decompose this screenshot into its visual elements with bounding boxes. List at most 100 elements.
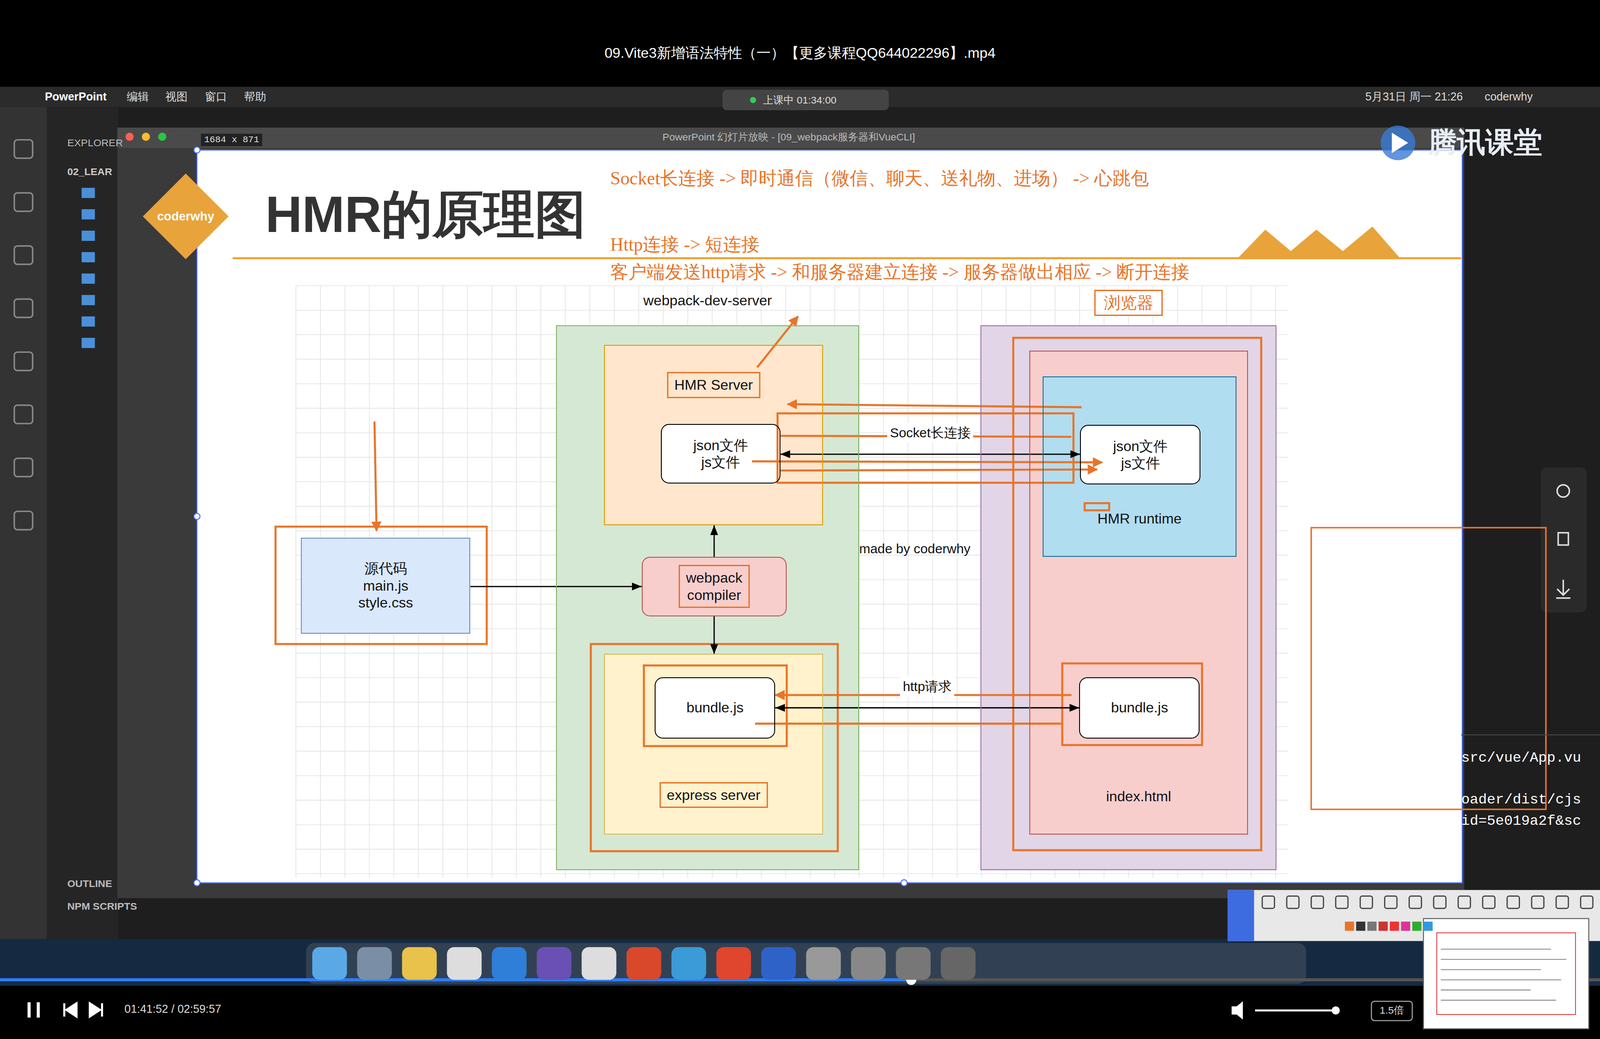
activity-icon (14, 352, 33, 371)
folder-icon (81, 273, 96, 284)
delete-icon (1558, 532, 1569, 546)
handwritten-note: Socket长连接 -> 即时通信（微信、聊天、送礼物、进场） -> 心跳包 (610, 168, 1149, 190)
activity-icon (14, 245, 33, 264)
volume-knob (1331, 1006, 1340, 1015)
panel-heading: EXPLORER (67, 136, 124, 149)
compiler-box: webpack compiler (641, 556, 787, 617)
color-swatch (1423, 921, 1433, 932)
color-swatch (1400, 921, 1411, 932)
tool-icon (1458, 896, 1471, 909)
window-max (158, 132, 167, 141)
activity-icon (14, 458, 33, 477)
connector (780, 453, 1081, 456)
node-label: express server (659, 782, 768, 808)
node-label: HMR runtime (1097, 510, 1182, 528)
edge-label: http请求 (900, 676, 955, 697)
color-swatch (1367, 921, 1377, 932)
volume-icon (1231, 1001, 1243, 1020)
dock-icon (716, 947, 752, 980)
grid-line (908, 285, 909, 878)
tool-icon (1409, 896, 1422, 909)
browser-region: json文件 js文件HMR runtime bundle.js index.htm… (980, 325, 1277, 871)
tool-icon (1556, 896, 1569, 909)
controls-bar (0, 986, 1600, 1039)
node-label: index.html (1106, 788, 1172, 806)
folder-icon (81, 230, 96, 241)
window-title: PowerPoint 幻灯片放映 - [09_webpack服务器和VueCLI… (662, 130, 916, 143)
grid-line (956, 285, 958, 878)
speed-label: 1.5倍 (1379, 1004, 1404, 1016)
grid-line (295, 285, 297, 878)
terminal-divider (1461, 734, 1600, 736)
grid-line (491, 285, 493, 878)
dock-icon (312, 947, 348, 980)
pause-icon (27, 1002, 31, 1018)
annotation-arrow (757, 316, 799, 368)
dock (306, 943, 1307, 984)
class-timer: 上课中 01:34:00 (763, 94, 837, 106)
grid-line (296, 873, 1288, 875)
node-fill (1029, 350, 1248, 835)
node-label: json文件 js文件 (693, 436, 748, 472)
runtime-box: json文件 js文件HMR runtime (1042, 376, 1237, 557)
sidebar (47, 107, 119, 940)
node-label: HMR Server (667, 372, 761, 398)
color-swatch (1412, 921, 1422, 932)
status-dot (750, 96, 757, 104)
annotation-arrow (752, 461, 1103, 463)
annotation-rect (1062, 663, 1203, 746)
annotation-line (755, 722, 1062, 725)
express-server-box: bundle.jsexpress server (604, 653, 824, 835)
terminal-line: src/vue/App.vu (1461, 749, 1582, 767)
source-box: 源代码 main.js style.css (300, 537, 471, 634)
desktop (0, 107, 1600, 940)
annotation-rect (275, 526, 487, 644)
thumbnail-lines (1440, 949, 1567, 1001)
connector (775, 707, 1080, 709)
grid-line (540, 285, 542, 878)
annotation-arrow (787, 404, 1082, 408)
logo-text: coderwhy (157, 209, 215, 224)
activity-icon (14, 511, 33, 530)
folder-icon (81, 188, 96, 199)
slide (196, 150, 1463, 884)
terminal-line: id=5e019a2f&sc (1461, 813, 1582, 830)
color-swatch (1378, 921, 1388, 932)
handwritten-note: Http连接 -> 短连接 (610, 234, 760, 256)
grid-line (516, 285, 517, 878)
folder-name: 02_LEAR (67, 165, 113, 178)
node-fill (300, 537, 471, 634)
handwritten-note: 客户端发送http请求 -> 和服务器建立连接 -> 服务器做出相应 -> 断开… (610, 261, 1190, 284)
tool-icon (1531, 896, 1544, 909)
window-close (125, 132, 134, 141)
node-label: 浏览器 (1094, 289, 1163, 316)
server-region: json文件 js文件 HMR Server webpack compiler bun… (556, 325, 860, 871)
ppt-titlebar (117, 127, 1465, 148)
dock-icon (357, 947, 392, 980)
node-fill (1080, 424, 1201, 484)
menu-item: PowerPoint (44, 90, 107, 104)
prev-icon (64, 1003, 77, 1017)
activity-icon (14, 192, 33, 212)
annotation-arrow (780, 469, 1097, 471)
tool-icon (1580, 896, 1593, 909)
node-fill (604, 653, 824, 835)
node-label: webpack compiler (678, 564, 750, 608)
hmr-server-box: json文件 js文件 HMR Server (604, 344, 824, 526)
ppt-window (117, 127, 1465, 899)
bundle-box: bundle.js (1079, 677, 1200, 739)
annotation-rect (644, 665, 787, 746)
node-fill (654, 677, 776, 739)
dock-icon (761, 947, 796, 980)
folder-icon (81, 252, 96, 263)
tool-icon (1507, 896, 1520, 909)
speed-box (1371, 1001, 1413, 1021)
color-swatch (1356, 921, 1366, 932)
activity-icon (14, 140, 33, 159)
dock-strip (0, 939, 1600, 987)
node-fill (660, 424, 781, 484)
folder-icon (81, 316, 96, 327)
